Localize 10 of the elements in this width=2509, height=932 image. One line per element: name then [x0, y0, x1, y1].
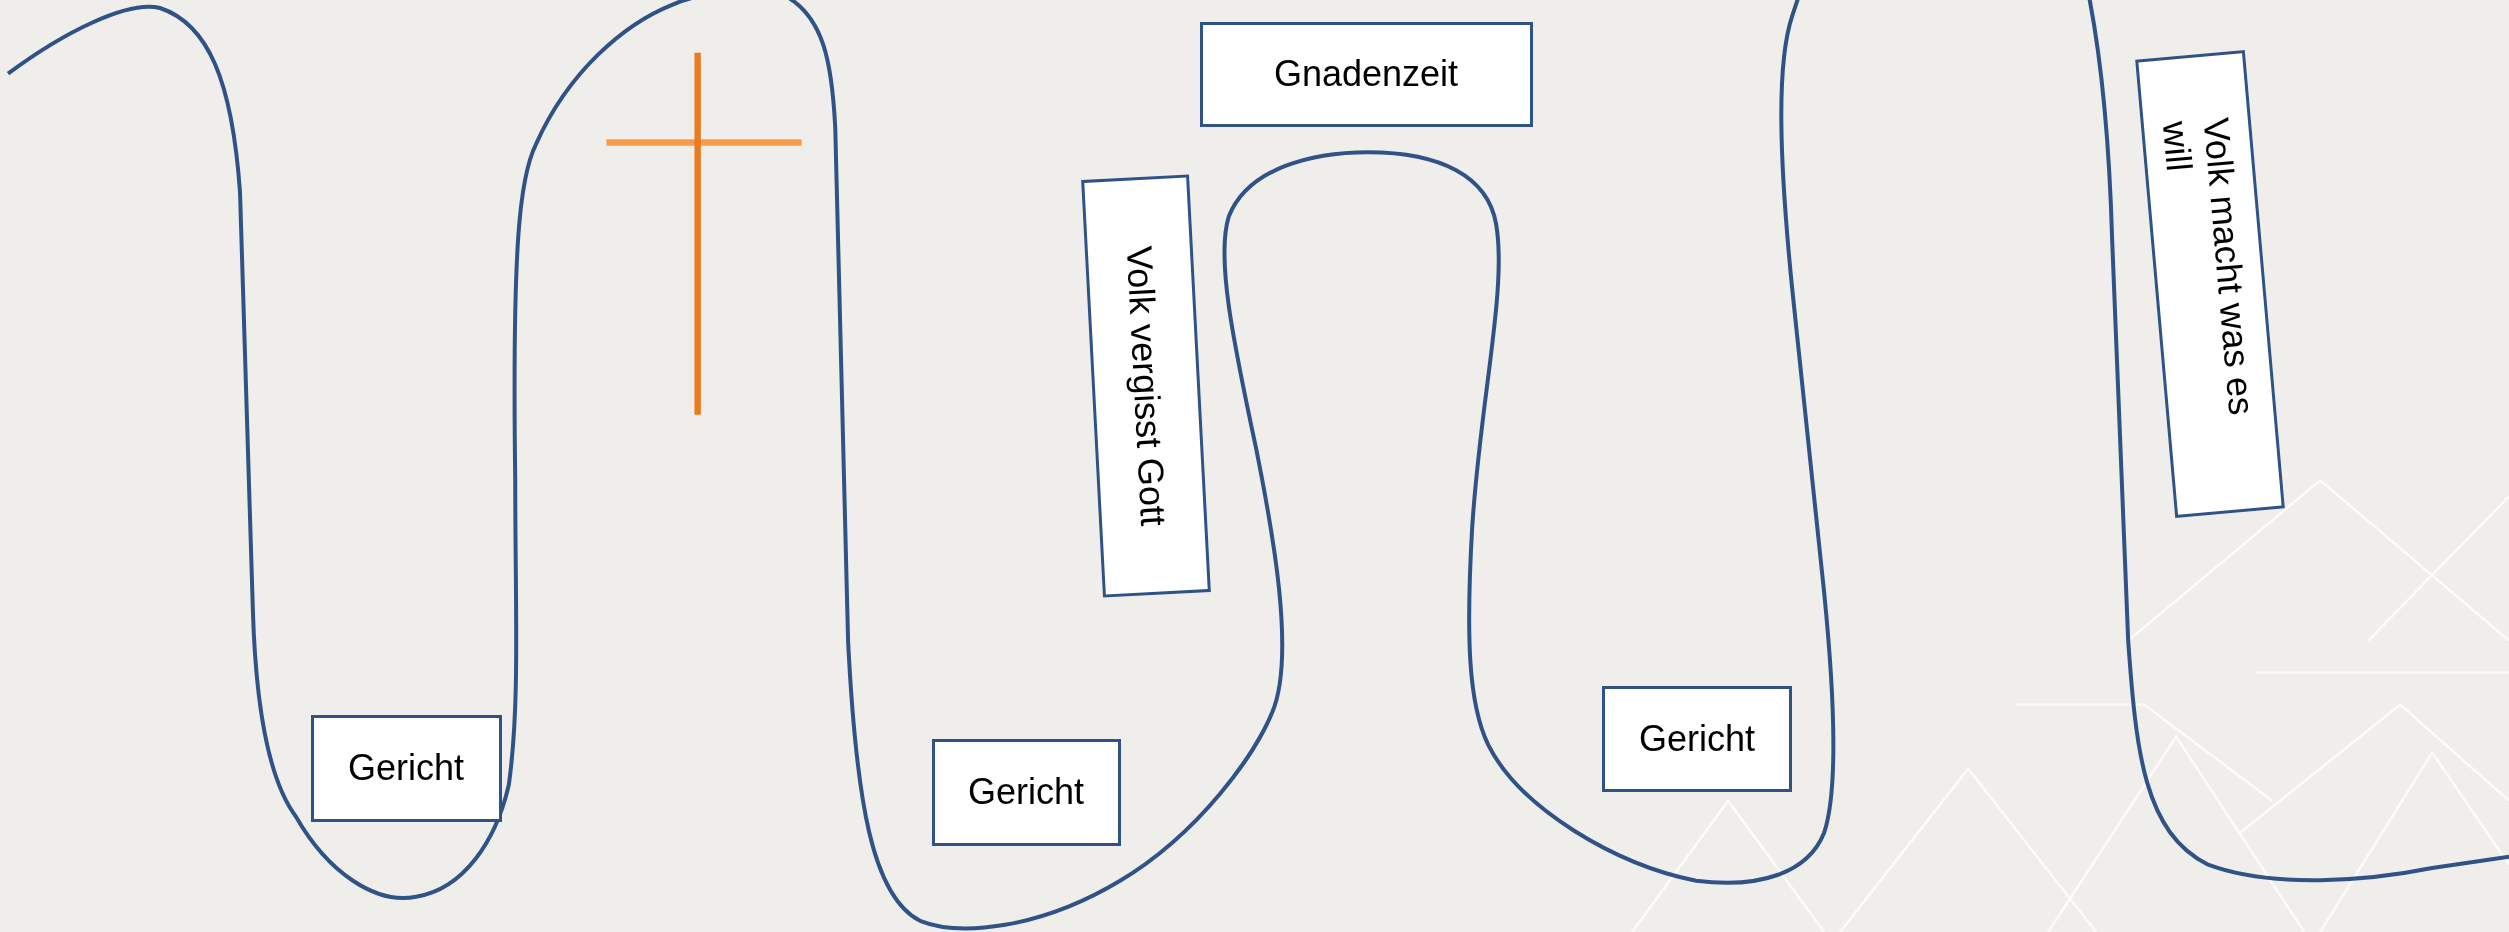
box-label: Gnadenzeit	[1273, 53, 1459, 95]
box-label: Gericht	[347, 747, 464, 789]
label-box	[1199, 21, 1533, 127]
box-label: Volk macht was es will	[2154, 116, 2264, 419]
box-label: Gericht	[967, 771, 1084, 813]
label-box	[1602, 686, 1792, 792]
box-label: Gericht	[1638, 718, 1755, 760]
label-box	[931, 738, 1121, 846]
box-label: Volk vergisst Gott	[1118, 245, 1174, 527]
label-box	[310, 714, 502, 822]
